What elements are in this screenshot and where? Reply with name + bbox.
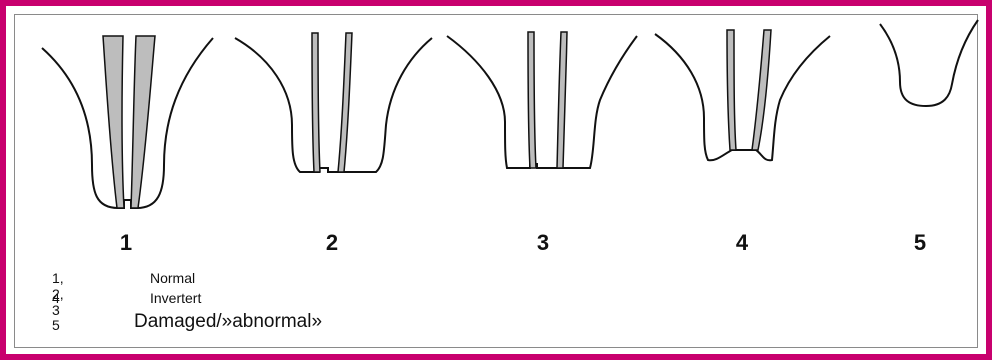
legend-keys: 5 bbox=[52, 317, 60, 333]
figure-1-shape bbox=[42, 36, 213, 208]
legend-keys: 4 bbox=[52, 290, 60, 306]
figure-3-shape bbox=[447, 32, 637, 168]
legend-description: Damaged/»abnormal» bbox=[134, 311, 322, 333]
figure-1-outline bbox=[42, 38, 213, 208]
figure-label-2: 2 bbox=[317, 230, 347, 256]
figure-1-right-shaft bbox=[131, 36, 155, 208]
figure-4-right-shaft bbox=[752, 30, 771, 150]
figure-4-outline bbox=[655, 34, 830, 160]
figure-1-left-shaft bbox=[103, 36, 124, 208]
figure-4-left-shaft bbox=[727, 30, 736, 150]
figure-3-right-shaft bbox=[557, 32, 567, 168]
figure-2-outline bbox=[235, 38, 432, 172]
figure-2-right-shaft bbox=[338, 33, 352, 172]
figure-3-left-shaft bbox=[528, 32, 536, 168]
figure-5-shape bbox=[880, 20, 978, 106]
figure-2-shape bbox=[235, 33, 432, 172]
figure-5-outline bbox=[880, 20, 978, 106]
figure-4-shape bbox=[655, 30, 830, 160]
legend-description: Normal bbox=[150, 270, 195, 286]
figure-label-3: 3 bbox=[528, 230, 558, 256]
figure-label-4: 4 bbox=[727, 230, 757, 256]
figure-2-left-shaft bbox=[312, 33, 320, 172]
figure-label-5: 5 bbox=[905, 230, 935, 256]
figure-3-outline bbox=[447, 36, 637, 168]
figure-label-1: 1 bbox=[111, 230, 141, 256]
legend-description: Invertert bbox=[150, 290, 201, 306]
